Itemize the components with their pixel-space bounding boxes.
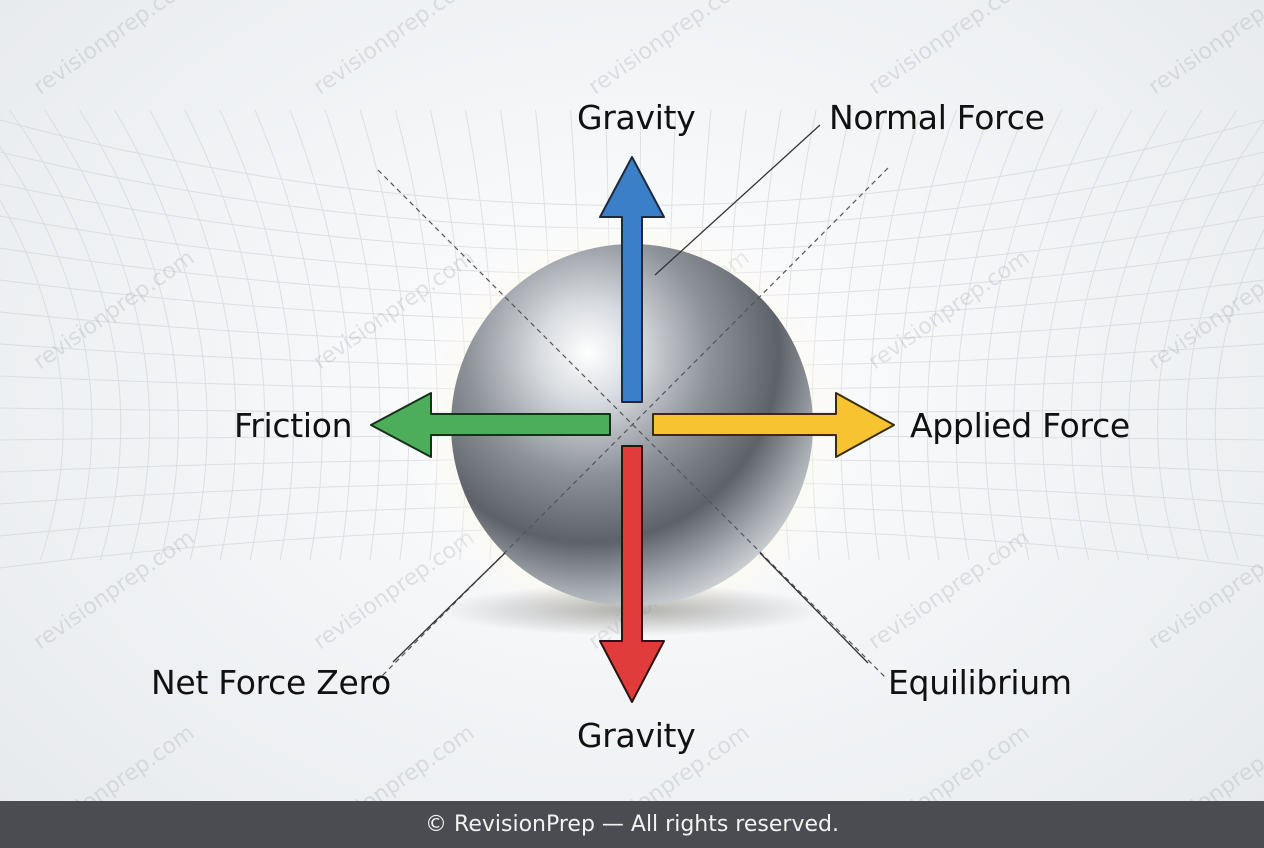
leftward-arrow bbox=[370, 392, 611, 458]
label-equilibrium: Equilibrium bbox=[888, 663, 1072, 702]
watermark-text: revisionprep.com bbox=[29, 525, 199, 655]
watermark-text: revisionprep.com bbox=[864, 0, 1034, 100]
watermark-text: revisionprep.com bbox=[1144, 245, 1264, 375]
watermark-text: revisionprep.com bbox=[864, 525, 1034, 655]
watermark-text: revisionprep.com bbox=[584, 0, 754, 100]
footer-text: © RevisionPrep — All rights reserved. bbox=[425, 812, 839, 837]
downward-arrow bbox=[599, 445, 665, 703]
label-net-force-zero: Net Force Zero bbox=[151, 663, 391, 702]
copyright-footer: © RevisionPrep — All rights reserved. bbox=[0, 801, 1264, 848]
leader-line-normal-force bbox=[654, 124, 821, 276]
watermark-text: revisionprep.com bbox=[29, 0, 199, 100]
dashed-diagonal-ascending bbox=[377, 167, 889, 681]
label-applied-force: Applied Force bbox=[910, 406, 1130, 445]
leader-line-equilibrium bbox=[759, 552, 869, 664]
rightward-arrow bbox=[652, 392, 895, 458]
dashed-diagonal-descending bbox=[377, 169, 887, 679]
watermark-text: revisionprep.com bbox=[1144, 0, 1264, 100]
leader-line-net-force-zero bbox=[392, 552, 506, 663]
label-gravity-top: Gravity bbox=[577, 98, 696, 137]
watermark-text: revisionprep.com bbox=[309, 0, 479, 100]
label-normal-force: Normal Force bbox=[829, 98, 1045, 137]
label-friction: Friction bbox=[234, 406, 353, 445]
upward-arrow bbox=[599, 156, 665, 403]
label-gravity-bottom: Gravity bbox=[577, 716, 696, 755]
